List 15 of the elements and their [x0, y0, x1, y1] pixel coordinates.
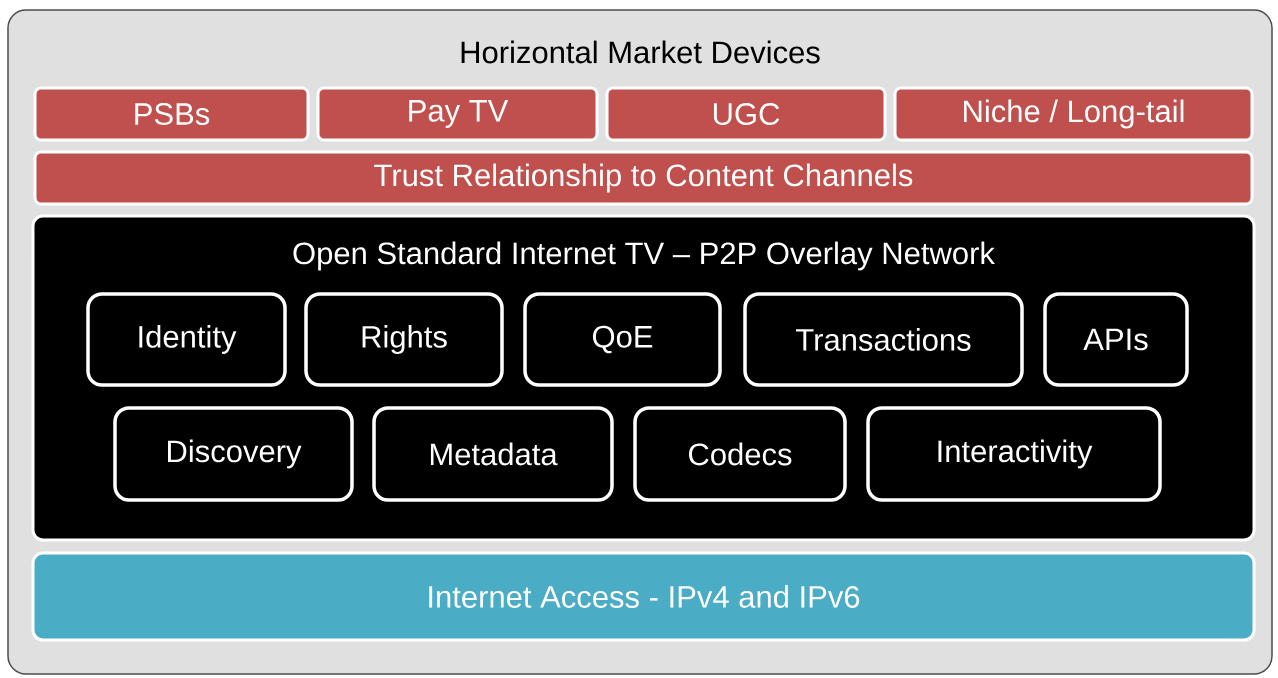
module-box: Identity [86, 292, 287, 387]
module-box: Rights [304, 292, 504, 387]
access-bar: Internet Access - IPv4 and IPv6 [31, 551, 1256, 642]
category-box: Trust Relationship to Content Channels [33, 150, 1254, 206]
category-box: PSBs [33, 86, 310, 142]
module-box: Metadata [372, 406, 614, 502]
category-box: UGC [605, 86, 887, 142]
category-box: Niche / Long-tail [893, 86, 1254, 142]
category-box: Pay TV [316, 86, 599, 142]
module-box: QoE [523, 292, 722, 387]
module-box: Interactivity [866, 406, 1162, 502]
module-box: Codecs [633, 406, 847, 502]
module-box: Discovery [113, 406, 354, 502]
module-box: APIs [1043, 292, 1189, 387]
module-box: Transactions [743, 292, 1024, 387]
